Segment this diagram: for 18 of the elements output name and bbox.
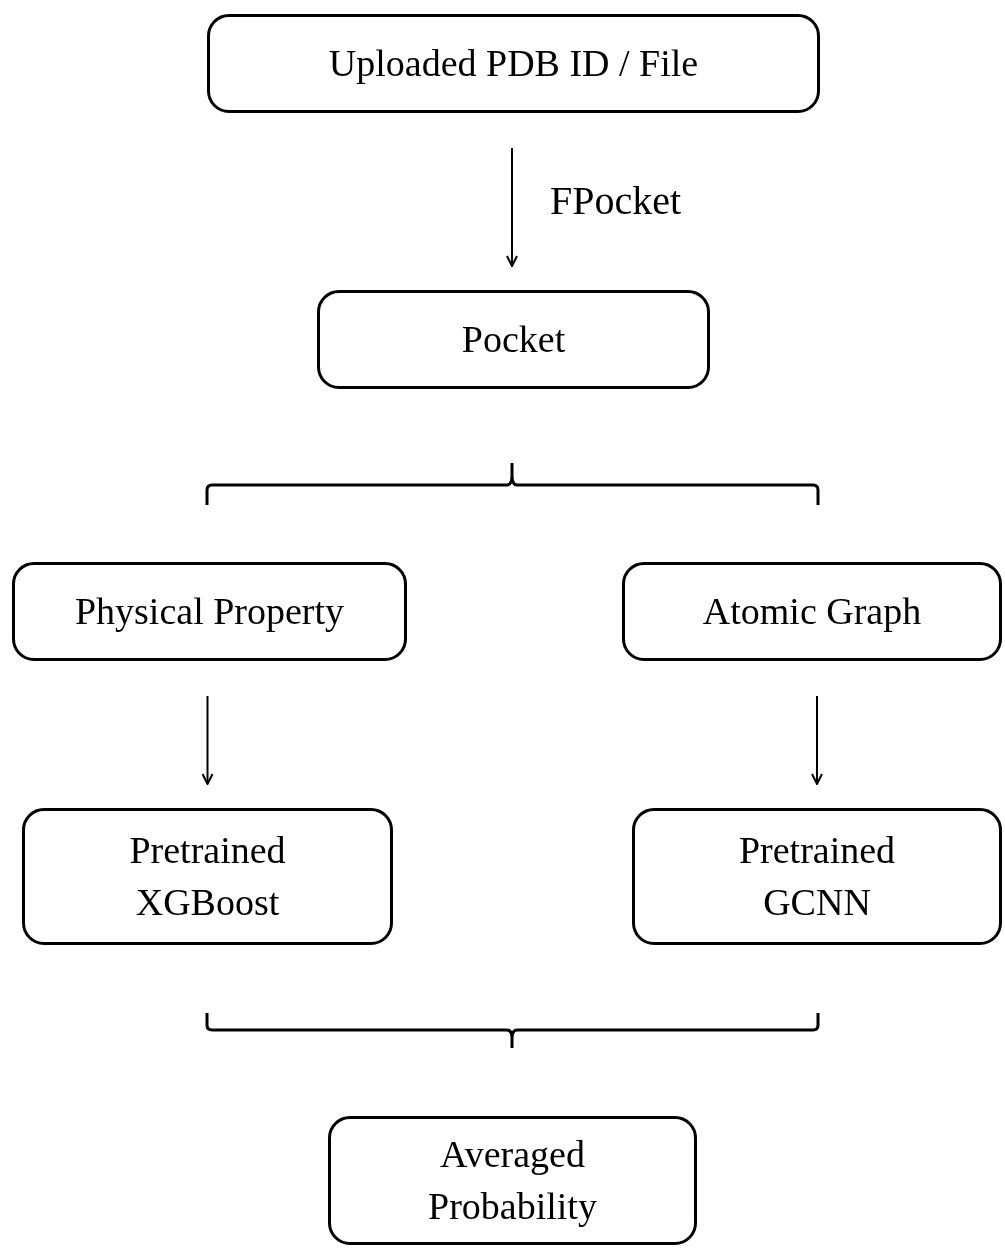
process-box [22, 808, 393, 945]
box-label: Pocket [461, 316, 566, 362]
process-box [317, 290, 710, 389]
box-label: Averaged Probability [427, 1132, 598, 1229]
process-box [328, 1116, 697, 1245]
box-label: Atomic Graph [702, 588, 922, 634]
box-label: Physical Property [74, 588, 345, 634]
process-box [12, 562, 407, 661]
arrow [201, 695, 214, 785]
box-label: Uploaded PDB ID / File [328, 40, 699, 86]
process-box [622, 562, 1002, 661]
edge-label: FPocket [550, 177, 682, 224]
process-box [632, 808, 1002, 945]
box-label: Pretrained GCNN [737, 828, 897, 925]
box-label: Pretrained XGBoost [128, 828, 287, 925]
process-box [207, 14, 820, 113]
arrow [811, 695, 823, 785]
arrow [506, 147, 518, 267]
